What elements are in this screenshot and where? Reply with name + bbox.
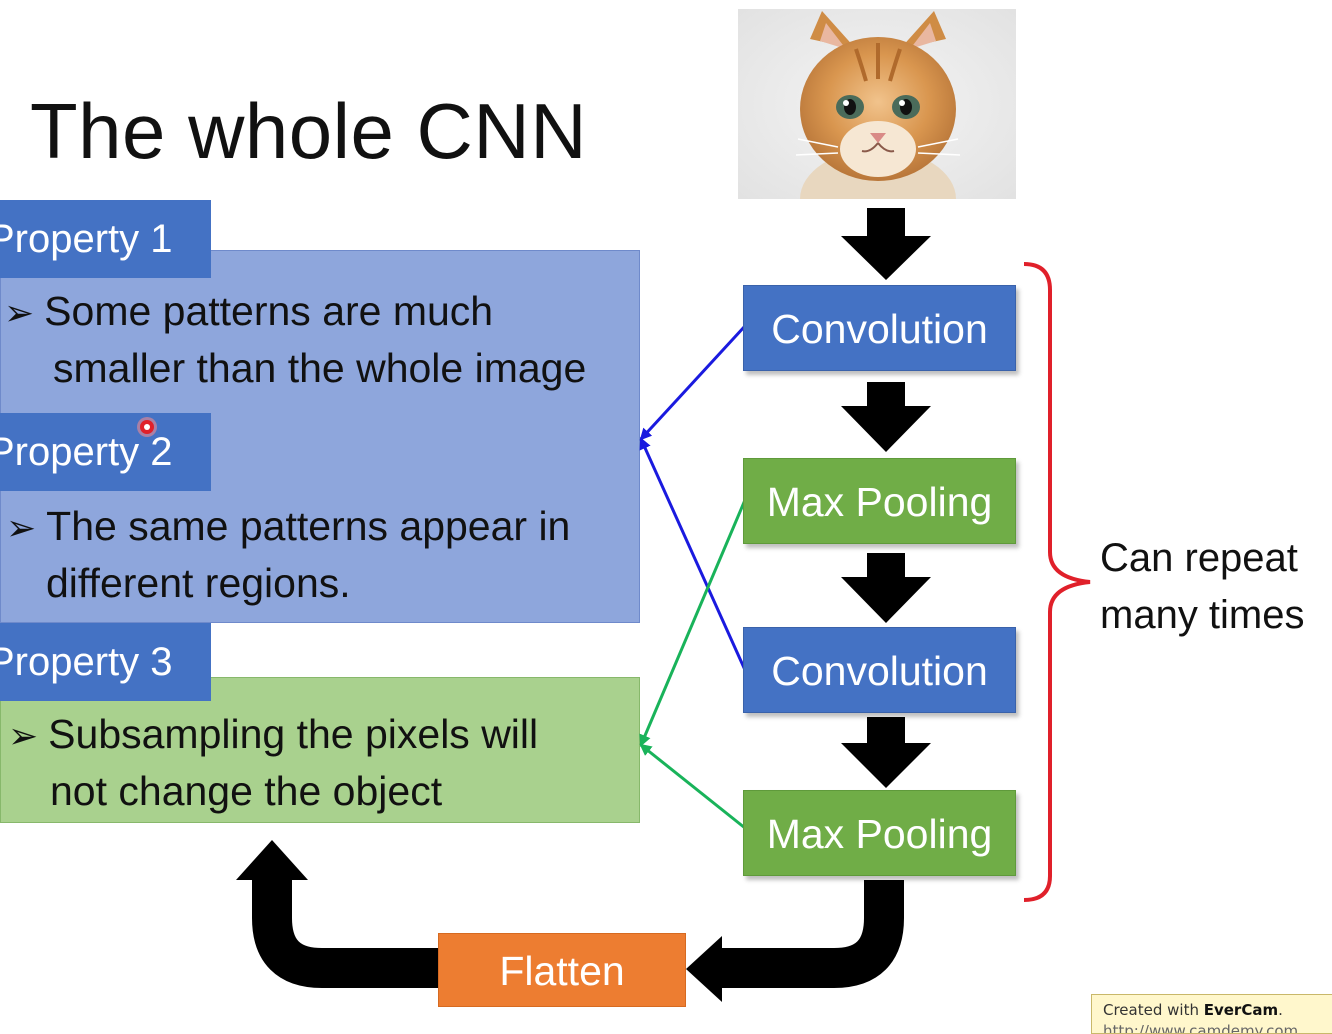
property-1-tab: Property 1 — [0, 200, 211, 278]
property-2-bullet: ➢The same patterns appear in — [6, 498, 570, 556]
property-2-line-1: The same patterns appear in — [46, 503, 571, 549]
property-1-line-1: Some patterns are much — [44, 288, 494, 334]
down-arrow-icon — [841, 382, 931, 452]
property-3-line-2: not change the object — [50, 768, 443, 814]
property-2-tab: Property 2 — [0, 413, 211, 491]
repeat-note-line-1: Can repeat — [1100, 536, 1298, 580]
flatten-step: Flatten — [438, 933, 686, 1007]
watermark-suffix: . — [1278, 1001, 1283, 1019]
repeat-note: Can repeat many times — [1100, 530, 1305, 644]
arrowhead-bullet-icon: ➢ — [8, 715, 39, 756]
property-3-line-1: Subsampling the pixels will — [48, 711, 539, 757]
property-1-line-2: smaller than the whole image — [53, 345, 587, 391]
laser-pointer-icon — [140, 420, 154, 434]
max-pooling-step-2: Max Pooling — [743, 790, 1016, 876]
slide-title: The whole CNN — [30, 87, 588, 175]
property-2-label: Property 2 — [0, 430, 173, 474]
property-3-tab: Property 3 — [0, 623, 211, 701]
max-pooling-step-1: Max Pooling — [743, 458, 1016, 544]
convolution-step-1: Convolution — [743, 285, 1016, 371]
arrowhead-bullet-icon: ➢ — [4, 292, 35, 333]
to-flatten-arrow-icon — [720, 880, 904, 988]
convolution-step-2: Convolution — [743, 627, 1016, 713]
property-3-bullet: ➢Subsampling the pixels will — [8, 706, 538, 764]
watermark-url[interactable]: http://www.camdemy.com — [1103, 1022, 1299, 1034]
watermark-brand: EverCam — [1203, 1001, 1279, 1019]
down-arrow-icon — [841, 553, 931, 623]
cat-illustration — [738, 9, 1016, 199]
arrowhead-bullet-icon: ➢ — [6, 507, 37, 548]
evercam-watermark[interactable]: Created with EverCam. http://www.camdemy… — [1091, 994, 1332, 1034]
property-2-line-2: different regions. — [46, 560, 351, 606]
property-3-panel — [0, 677, 640, 823]
repeat-brace-icon — [1023, 262, 1091, 902]
property-1-label: Property 1 — [0, 217, 173, 261]
down-arrow-icon — [841, 717, 931, 788]
cat-photo — [738, 9, 1016, 199]
property-1-bullet: ➢Some patterns are much — [4, 283, 493, 341]
from-flatten-arrow-icon — [252, 876, 440, 988]
property-3-label: Property 3 — [0, 640, 173, 684]
down-arrow-icon — [841, 208, 931, 280]
watermark-prefix: Created with — [1103, 1001, 1204, 1019]
repeat-note-line-2: many times — [1100, 593, 1305, 637]
